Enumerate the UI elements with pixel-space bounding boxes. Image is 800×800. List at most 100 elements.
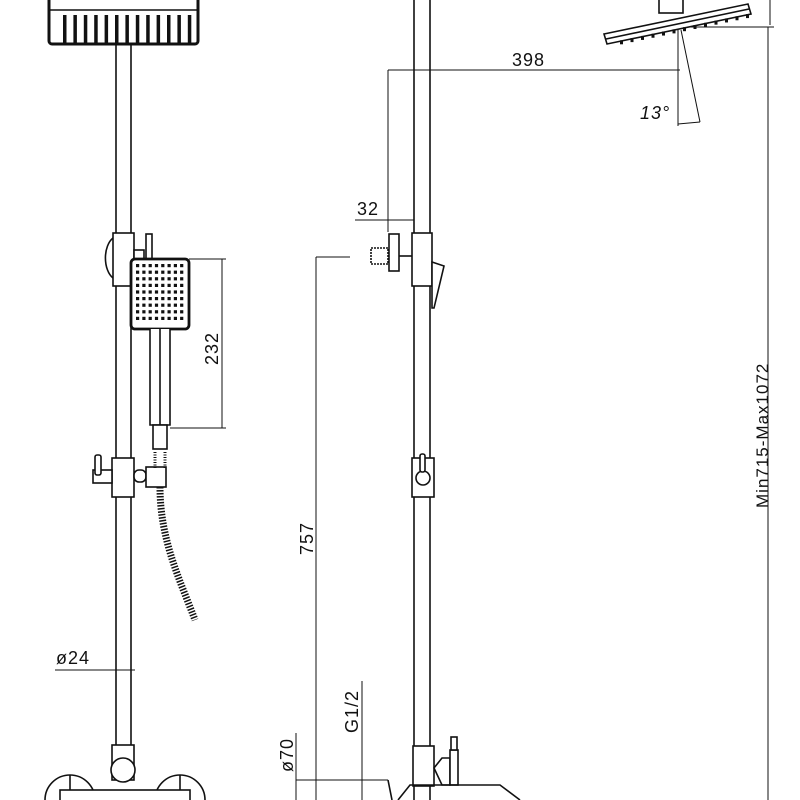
- nozzle-slot: [135, 15, 140, 43]
- spray-hole: [136, 297, 140, 301]
- nozzle-slot: [156, 15, 161, 43]
- spray-nozzle: [620, 40, 623, 45]
- spray-hole: [148, 283, 152, 287]
- spray-hole: [142, 303, 146, 307]
- spray-hole: [173, 297, 177, 301]
- spray-hole: [148, 316, 152, 320]
- overhead-shower-head: [47, 0, 200, 46]
- dimension-232: 232: [170, 258, 226, 429]
- spray-hole: [154, 277, 159, 281]
- front-view: 232 ø24: [44, 0, 226, 800]
- spray-hole: [180, 283, 184, 287]
- dim-d24-label: ø24: [56, 648, 90, 668]
- spray-hole: [167, 264, 171, 268]
- spray-hole: [180, 277, 184, 281]
- spray-nozzle: [735, 16, 739, 21]
- nozzle-slot: [167, 15, 171, 43]
- slider-bracket: [92, 454, 167, 498]
- dimension-398: 398: [387, 50, 680, 232]
- spray-hole: [136, 303, 140, 307]
- spray-hole: [161, 310, 165, 314]
- spray-hole: [148, 290, 152, 294]
- spray-hole: [136, 270, 140, 274]
- dim-757-label: 757: [297, 522, 317, 555]
- dimension-height-range: Min715-Max1072: [690, 0, 774, 800]
- shower-pole: [115, 44, 132, 745]
- dimension-13-deg: 13°: [640, 29, 701, 126]
- spray-nozzle: [714, 20, 718, 25]
- dimension-g12: G1/2: [342, 681, 363, 800]
- spray-hole: [173, 316, 177, 320]
- spray-nozzle: [704, 22, 707, 27]
- spray-hole: [154, 303, 159, 307]
- nozzle-slot: [125, 15, 129, 43]
- spray-hole: [142, 290, 146, 294]
- spray-hole: [167, 270, 171, 274]
- spray-nozzle: [683, 27, 686, 32]
- spray-hole: [173, 303, 177, 307]
- nozzle-slot: [104, 15, 109, 43]
- spray-hole: [148, 270, 152, 274]
- spray-hole: [167, 303, 171, 307]
- spray-hole: [142, 277, 146, 281]
- nozzle-slot: [115, 15, 119, 43]
- spray-hole: [148, 277, 152, 281]
- spray-hole: [180, 316, 184, 320]
- spray-hole: [136, 310, 140, 314]
- spray-hole: [173, 290, 177, 294]
- spray-hole: [154, 270, 159, 274]
- spray-nozzle: [630, 38, 634, 43]
- spray-hole: [136, 316, 140, 320]
- dim-height-range-label: Min715-Max1072: [753, 363, 772, 508]
- spray-hole: [148, 297, 152, 301]
- dim-232-label: 232: [202, 332, 222, 365]
- spray-hole: [154, 264, 159, 268]
- spray-hole: [148, 310, 152, 314]
- dim-d70-label: ø70: [277, 738, 297, 772]
- spray-hole: [167, 316, 171, 320]
- dimension-d24: ø24: [55, 648, 135, 671]
- spray-hole: [180, 297, 184, 301]
- spray-hole: [142, 310, 146, 314]
- spray-hole: [180, 270, 184, 274]
- spray-hole: [180, 303, 184, 307]
- spray-hole: [161, 316, 165, 320]
- tilted-shower-head: [602, 0, 753, 45]
- side-mixer: [387, 736, 521, 800]
- side-wall-bracket: [370, 232, 445, 309]
- spray-hole: [161, 283, 165, 287]
- spray-hole: [167, 283, 171, 287]
- spray-hole: [161, 290, 165, 294]
- dim-32-label: 32: [357, 199, 379, 219]
- spray-hole: [173, 283, 177, 287]
- nozzle-slot: [94, 15, 98, 43]
- spray-hole: [148, 303, 152, 307]
- nozzle-slot: [177, 15, 181, 43]
- nozzle-slot: [146, 15, 150, 43]
- spray-nozzle: [672, 29, 676, 34]
- spray-hole: [142, 316, 146, 320]
- spray-hole: [148, 264, 152, 268]
- side-pole: [413, 0, 431, 800]
- spray-hole: [161, 303, 165, 307]
- spray-hole: [161, 264, 165, 268]
- spray-hole: [142, 283, 146, 287]
- spray-hole: [167, 297, 171, 301]
- spray-hole: [154, 310, 159, 314]
- spray-hole: [167, 277, 171, 281]
- spray-hole: [173, 277, 177, 281]
- spray-hole: [161, 270, 165, 274]
- dimension-32: 32: [355, 199, 414, 221]
- spray-hole: [180, 290, 184, 294]
- spray-hole: [136, 264, 140, 268]
- spray-hole: [154, 290, 159, 294]
- side-view: 398 13° Min715-Max1072 32 75: [277, 0, 774, 800]
- dim-398-label: 398: [512, 50, 545, 70]
- spray-hole: [154, 316, 159, 320]
- nozzle-slot: [187, 15, 192, 43]
- nozzle-slot: [63, 15, 67, 43]
- spray-hole: [167, 290, 171, 294]
- spray-hole: [167, 310, 171, 314]
